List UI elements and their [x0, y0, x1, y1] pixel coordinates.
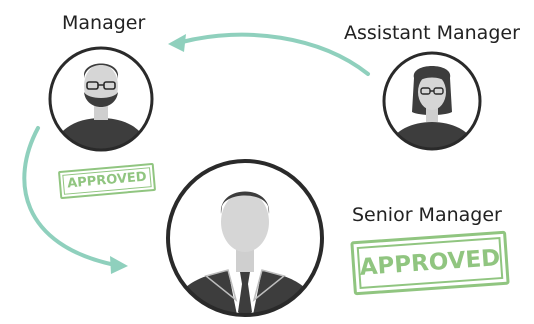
- stamp-text: APPROVED: [66, 169, 148, 192]
- senior-manager-avatar: [166, 159, 324, 317]
- arrowhead-icon: [110, 256, 128, 274]
- senior-manager-approved-stamp: APPROVED: [350, 230, 510, 296]
- assistant-manager-avatar: [382, 51, 482, 151]
- flow-arrow-manager-to-senior: [22, 126, 117, 267]
- manager-label: Manager: [62, 12, 146, 34]
- manager-avatar: [48, 46, 154, 152]
- senior-manager-label: Senior Manager: [352, 204, 502, 226]
- arrowhead-icon: [168, 34, 186, 52]
- assistant-manager-label: Assistant Manager: [344, 22, 520, 44]
- stamp-text: APPROVED: [358, 245, 502, 281]
- flow-arrow-assistant-to-manager: [180, 32, 370, 76]
